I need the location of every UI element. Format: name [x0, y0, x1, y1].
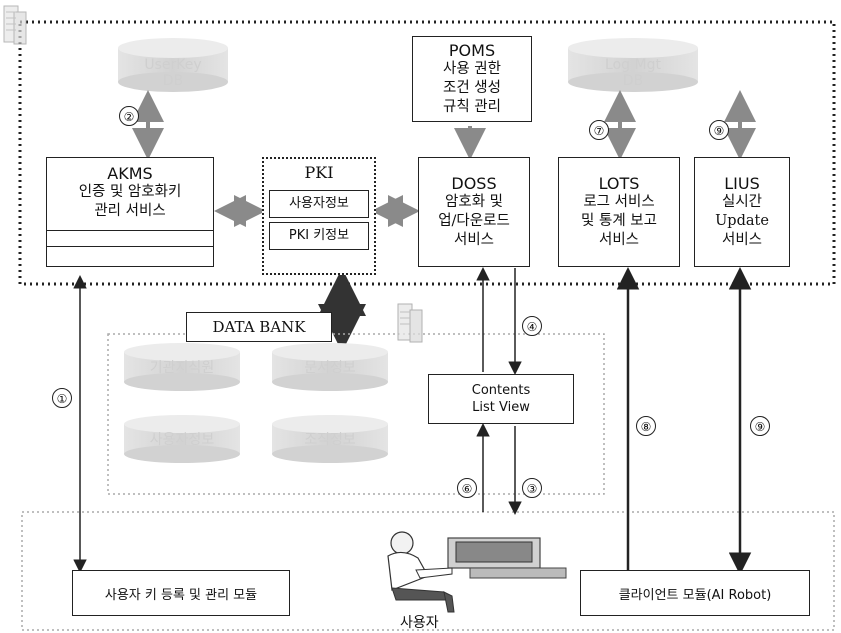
store-label-1: 기관지식원 — [124, 360, 240, 376]
server-icon-small — [398, 304, 422, 342]
step-marker-4: ④ — [522, 316, 542, 336]
doss-line-2: 업/다운로드 — [438, 212, 510, 231]
poms-title: POMS — [449, 41, 495, 60]
pki-item-user-info: 사용자정보 — [269, 190, 369, 218]
lots-box: LOTS 로그 서비스 및 통계 보고 서비스 — [558, 157, 680, 267]
lius-line-3: 서비스 — [722, 231, 762, 250]
data-bank-label: DATA BANK — [186, 312, 332, 342]
lius-line-1: 실시간 — [722, 193, 762, 212]
doss-title: DOSS — [451, 174, 496, 193]
contents-list-view-box: Contents List View — [428, 374, 574, 424]
userkey-db-line-2: DB — [118, 73, 228, 89]
step-marker-7: ⑦ — [589, 120, 609, 140]
poms-line-1: 사용 권한 — [443, 60, 501, 79]
lots-title: LOTS — [599, 174, 640, 193]
lius-box: LIUS 실시간 Update 서비스 — [694, 157, 790, 267]
store-label-4: 조직정보 — [272, 432, 388, 448]
store-label-3: 사용자정보 — [124, 432, 240, 448]
doss-line-1: 암호화 및 — [445, 193, 503, 212]
logmgt-db-line-1: Log Mgt — [568, 57, 698, 73]
logmgt-db-label: Log Mgt DB — [568, 57, 698, 89]
step-marker-6: ⑥ — [457, 478, 477, 498]
akms-line-1: 인증 및 암호화키 — [79, 183, 182, 202]
poms-line-2: 조건 생성 — [443, 79, 501, 98]
user-label: 사용자 — [400, 612, 439, 632]
akms-title: AKMS — [107, 164, 152, 183]
user-illustration — [388, 532, 566, 612]
lots-line-3: 서비스 — [599, 231, 639, 250]
step-marker-1: ① — [52, 388, 72, 408]
contents-line-2: List View — [472, 399, 530, 416]
user-key-module-box: 사용자 키 등록 및 관리 모듈 — [72, 570, 290, 616]
lots-line-2: 및 통계 보고 — [581, 212, 657, 231]
poms-box: POMS 사용 권한 조건 생성 규칙 관리 — [412, 36, 532, 122]
pki-item-key-info: PKI 키정보 — [269, 222, 369, 250]
akms-box: AKMS 인증 및 암호화키 관리 서비스 — [46, 157, 214, 267]
doss-line-3: 서비스 — [454, 231, 494, 250]
lius-title: LIUS — [724, 174, 760, 193]
step-marker-2: ② — [119, 106, 139, 126]
store-label-2: 문서정보 — [272, 360, 388, 376]
doss-box: DOSS 암호화 및 업/다운로드 서비스 — [418, 157, 530, 267]
userkey-db-label: UserKey DB — [118, 57, 228, 89]
step-marker-3: ③ — [522, 478, 542, 498]
contents-line-1: Contents — [472, 382, 530, 399]
server-icon — [4, 6, 26, 44]
step-marker-9-top: ⑨ — [709, 120, 729, 140]
logmgt-db-line-2: DB — [568, 73, 698, 89]
poms-line-3: 규칙 관리 — [443, 98, 501, 117]
pki-title: PKI — [304, 163, 333, 182]
lots-line-1: 로그 서비스 — [583, 193, 654, 212]
akms-slot-divider-2 — [47, 246, 213, 247]
userkey-db-line-1: UserKey — [118, 57, 228, 73]
lius-line-2: Update — [715, 212, 769, 231]
step-marker-9-bottom: ⑨ — [750, 416, 770, 436]
akms-slot-divider-1 — [47, 230, 213, 231]
pki-box: PKI 사용자정보 PKI 키정보 — [262, 157, 376, 275]
client-module-box: 클라이언트 모듈(AI Robot) — [580, 570, 810, 616]
step-marker-8: ⑧ — [636, 416, 656, 436]
akms-line-2: 관리 서비스 — [94, 202, 165, 221]
